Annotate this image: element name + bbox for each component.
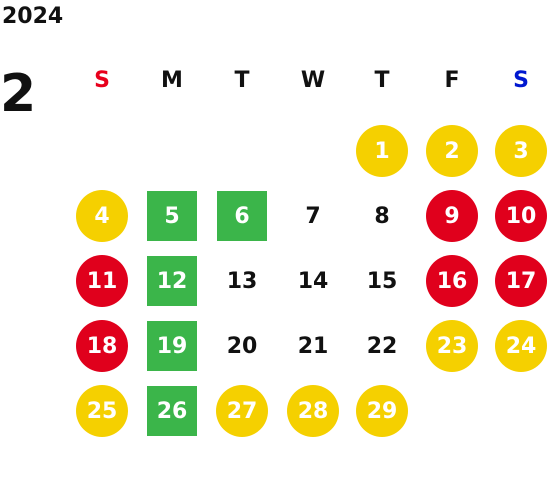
day-18[interactable]: 18	[76, 320, 128, 372]
day-17[interactable]: 17	[495, 255, 547, 307]
day-12[interactable]: 12	[147, 256, 197, 306]
day-27[interactable]: 27	[216, 385, 268, 437]
day-28[interactable]: 28	[287, 385, 339, 437]
day-2[interactable]: 2	[426, 125, 478, 177]
weekday-tue: T	[234, 68, 250, 93]
day-16[interactable]: 16	[426, 255, 478, 307]
day-15[interactable]: 15	[366, 268, 398, 294]
day-9[interactable]: 9	[426, 190, 478, 242]
day-5[interactable]: 5	[147, 191, 197, 241]
month-number: 2	[0, 64, 37, 124]
day-21[interactable]: 21	[297, 333, 329, 359]
day-14[interactable]: 14	[297, 268, 329, 294]
weekday-sat: S	[513, 68, 529, 93]
day-11[interactable]: 11	[76, 255, 128, 307]
weekday-sun: S	[94, 68, 110, 93]
day-13[interactable]: 13	[226, 268, 258, 294]
weekday-wed: W	[300, 68, 326, 93]
day-25[interactable]: 25	[76, 385, 128, 437]
day-3[interactable]: 3	[495, 125, 547, 177]
weekday-fri: F	[444, 68, 460, 93]
day-10[interactable]: 10	[495, 190, 547, 242]
day-1[interactable]: 1	[356, 125, 408, 177]
weekday-mon: M	[161, 68, 183, 93]
day-20[interactable]: 20	[226, 333, 258, 359]
day-4[interactable]: 4	[76, 190, 128, 242]
weekday-thu: T	[374, 68, 390, 93]
day-23[interactable]: 23	[426, 320, 478, 372]
day-19[interactable]: 19	[147, 321, 197, 371]
day-7[interactable]: 7	[305, 203, 321, 229]
year-label: 2024	[2, 4, 64, 29]
day-6[interactable]: 6	[217, 191, 267, 241]
day-26[interactable]: 26	[147, 386, 197, 436]
day-24[interactable]: 24	[495, 320, 547, 372]
day-29[interactable]: 29	[356, 385, 408, 437]
day-8[interactable]: 8	[374, 203, 390, 229]
day-22[interactable]: 22	[366, 333, 398, 359]
